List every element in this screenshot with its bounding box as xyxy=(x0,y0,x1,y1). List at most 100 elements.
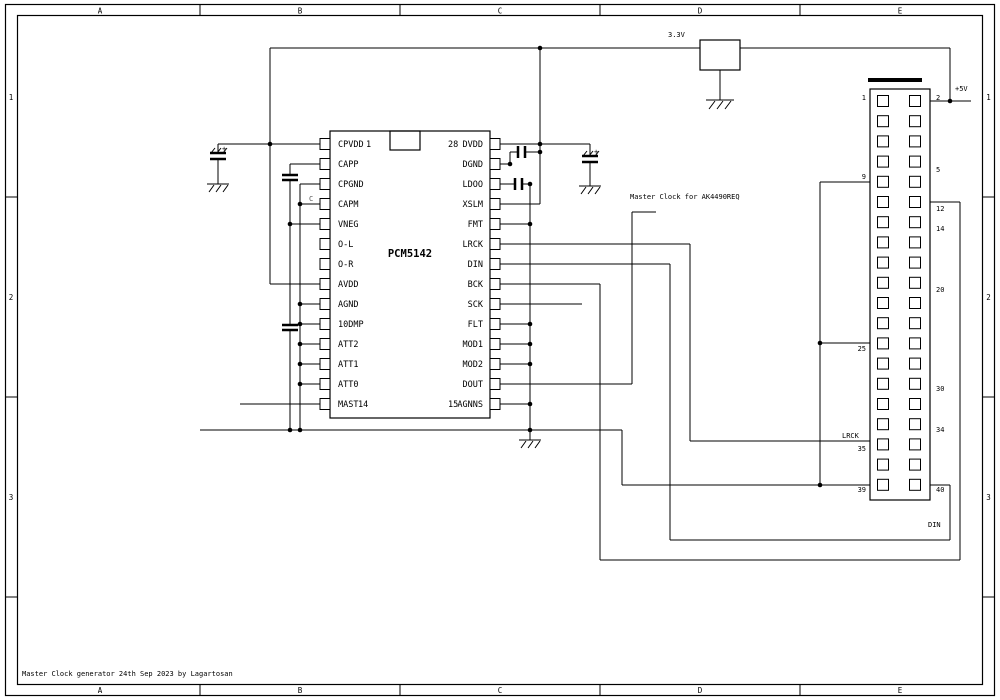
wire-junction-dot xyxy=(947,98,953,104)
ic-pin-label-right: FLT xyxy=(468,320,483,330)
connector-pad xyxy=(877,135,889,148)
connector-pad xyxy=(877,438,889,451)
ic-pin-stub-left xyxy=(319,338,331,350)
wire-junction-dot xyxy=(297,381,303,387)
wires xyxy=(200,47,971,561)
ic-pin-label-left: ATT2 xyxy=(338,340,358,350)
ic-pin-stubs xyxy=(319,138,501,410)
cap-chargepump-bottom xyxy=(282,323,298,332)
connector-pad xyxy=(877,236,889,249)
grid-row-label: 1 xyxy=(9,93,14,102)
connector-pin-number: 34 xyxy=(936,426,944,434)
ground-icon xyxy=(706,99,734,110)
ic-pin-stub-left xyxy=(319,398,331,410)
grid-row-label: 1 xyxy=(986,93,991,102)
connector-pad xyxy=(877,216,889,229)
wire-junction-dot xyxy=(287,427,293,433)
connector-pad xyxy=(909,398,921,410)
ic-pin-label-left: CPVDD xyxy=(338,140,364,150)
ic-pin-stub-right xyxy=(489,238,501,250)
wire-junction-dot xyxy=(297,321,303,327)
wire-junction-dot xyxy=(527,181,533,187)
ground-symbols xyxy=(207,99,734,449)
connector-pad xyxy=(877,398,889,410)
ic-pin-stub-left xyxy=(319,138,331,150)
grid-column-label: A xyxy=(98,7,103,16)
ic-pin-label-left: ATT0 xyxy=(338,380,358,390)
cap-chargepump-top xyxy=(282,173,298,182)
connector-pad xyxy=(909,337,921,350)
connector-pin-number: 39 xyxy=(858,486,866,494)
ic-pin-number: 14 xyxy=(358,400,368,410)
connector-pad xyxy=(877,478,889,491)
sheet-title: Master Clock generator 24th Sep 2023 by … xyxy=(22,670,233,678)
ic-pin-label-right: DGND xyxy=(463,160,483,170)
ic-pin-label-left: ATT1 xyxy=(338,360,358,370)
ic-pin-label-right: DVDD xyxy=(463,140,483,150)
ic-pin-label-right: XSLM xyxy=(463,200,483,210)
ic-pin-stub-right xyxy=(489,398,501,410)
connector-pad xyxy=(877,337,889,350)
ic-pin-label-right: DOUT xyxy=(463,380,483,390)
ic-pin-label-left: AGND xyxy=(338,300,358,310)
wire-junction-dot xyxy=(507,161,513,167)
voltage-regulator: 3.3V xyxy=(668,31,741,71)
lrck-net-label: LRCK xyxy=(842,432,860,440)
connector-pad xyxy=(877,256,889,269)
wire-junction-dot xyxy=(817,482,823,488)
connector-pad xyxy=(909,256,921,269)
net-labels: +5V Master Clock for AK4490REQ LRCK DIN … xyxy=(222,85,968,529)
ic-pin-stub-right xyxy=(489,318,501,330)
grid-column-label: D xyxy=(698,7,703,16)
ic-pin-label-right: MOD2 xyxy=(463,360,483,370)
ic-pin-stub-left xyxy=(319,218,331,230)
grid-column-label: C xyxy=(498,686,503,695)
ic-pin-label-right: BCK xyxy=(468,280,484,290)
ic-pin-stub-right xyxy=(489,278,501,290)
ic-pin-stub-right xyxy=(489,198,501,210)
connector-pad xyxy=(909,175,921,188)
connector-pad xyxy=(877,377,889,390)
wire-junction-dot xyxy=(297,341,303,347)
wire-junction-dot xyxy=(537,149,543,155)
connector-pad xyxy=(909,135,921,148)
grid-column-label: A xyxy=(98,686,103,695)
cap1-plus-sign: + xyxy=(222,145,226,153)
ic-pin-label-left: CAPP xyxy=(338,160,358,170)
connector-pad xyxy=(909,317,921,330)
connector-pin-number: 2 xyxy=(936,94,940,102)
ic-pin-stub-right xyxy=(489,178,501,190)
connector-pad xyxy=(909,155,921,168)
wire-junction-dot xyxy=(527,427,533,433)
connector-pad xyxy=(909,115,921,128)
connector-pad xyxy=(909,357,921,370)
grid-column-label: C xyxy=(498,7,503,16)
connector-pad xyxy=(909,196,921,208)
grid-column-label: B xyxy=(298,7,303,16)
ic-pin-label-left: VNEG xyxy=(338,220,358,230)
grid-column-label: D xyxy=(698,686,703,695)
ic-orientation-tab xyxy=(389,130,421,151)
connector-pad xyxy=(877,458,889,471)
cap-dvdd-decoupling xyxy=(516,146,527,158)
ic-pin-stub-left xyxy=(319,178,331,190)
connector-pad xyxy=(909,95,921,107)
connector-pad xyxy=(909,276,921,289)
wire-junction-dot xyxy=(297,427,303,433)
grid-column-label: E xyxy=(898,686,903,695)
connector-pin-number: 14 xyxy=(936,225,944,233)
grid-column-label: B xyxy=(298,686,303,695)
connector-pin-number: 1 xyxy=(862,94,866,102)
grid-column-label: E xyxy=(898,7,903,16)
wire-junction-dot xyxy=(297,361,303,367)
wire-junction-dot xyxy=(527,361,533,367)
ic-pin-stub-left xyxy=(319,318,331,330)
ic-pin-stub-right xyxy=(489,358,501,370)
connector-pad xyxy=(909,418,921,431)
connector-pin-number: 5 xyxy=(936,166,940,174)
ic-pin-label-right: LDOO xyxy=(463,180,483,190)
wire-junction-dot xyxy=(527,341,533,347)
connector-pin-number: 9 xyxy=(862,173,866,181)
